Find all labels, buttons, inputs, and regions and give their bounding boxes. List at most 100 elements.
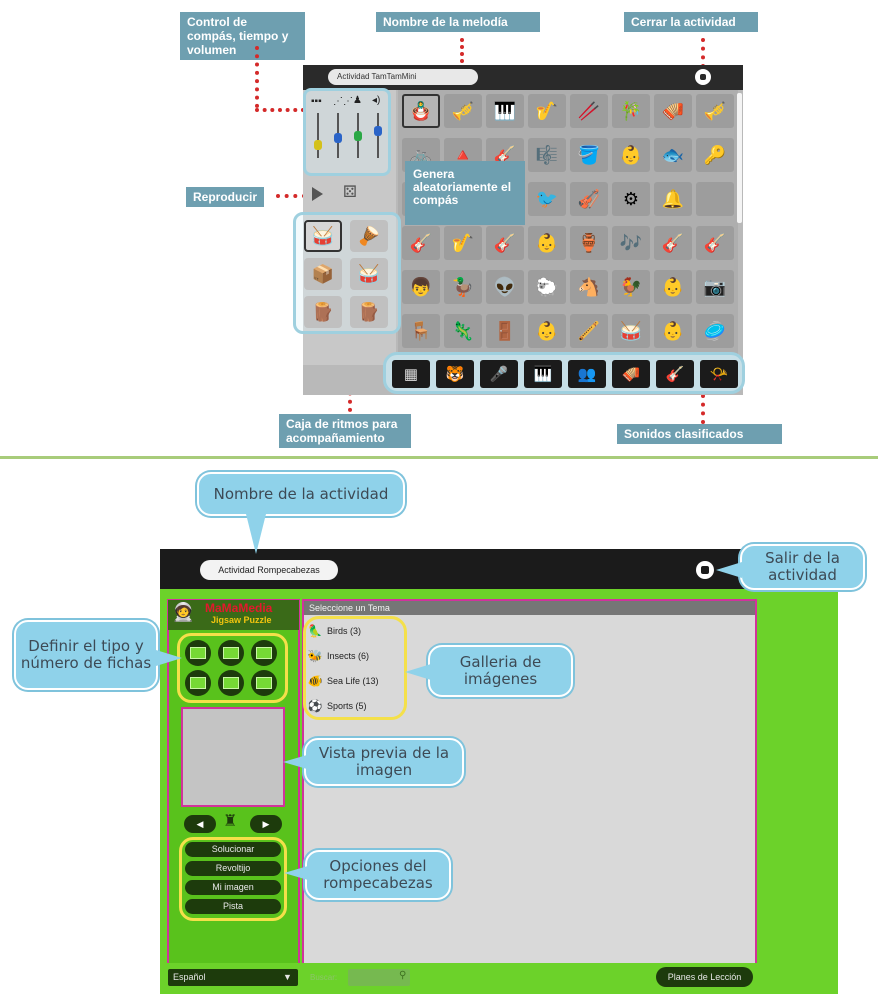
instrument-cell[interactable]: 🐑 xyxy=(528,270,566,304)
instrument-cell[interactable]: 🐦 xyxy=(528,182,566,216)
melody-name-field[interactable]: Actividad TamTamMini xyxy=(328,69,478,85)
exit-activity-button[interactable] xyxy=(696,561,714,579)
instrument-cell[interactable]: 🥢 xyxy=(570,94,608,128)
rhythm-pattern[interactable]: 🥁 xyxy=(304,220,342,252)
instrument-cell[interactable]: 🏺 xyxy=(570,226,608,260)
instrument-cell[interactable]: 🦎 xyxy=(444,314,482,348)
sound-category-button[interactable]: 🐯 xyxy=(436,360,474,388)
instrument-cell[interactable]: 🎼 xyxy=(528,138,566,172)
theme-thumbnail-icon: 🦜 xyxy=(307,624,323,638)
instrument-cell[interactable]: 🎺 xyxy=(444,94,482,128)
puzzle-piece-icon xyxy=(223,677,239,689)
instrument-cell[interactable]: 🐴 xyxy=(570,270,608,304)
callout-exit: Salir de la actividad xyxy=(740,544,865,590)
instrument-cell[interactable]: 🐟 xyxy=(654,138,692,172)
mamamedia-logo xyxy=(168,600,299,630)
rhythm-pattern[interactable]: 🪘 xyxy=(350,220,388,252)
rhythm-pattern[interactable]: 🪵 xyxy=(350,296,388,328)
instrument-cell[interactable] xyxy=(696,182,734,216)
instrument-cell[interactable]: 🥏 xyxy=(696,314,734,348)
instrument-cell[interactable]: 📷 xyxy=(696,270,734,304)
search-input[interactable] xyxy=(348,969,410,986)
instrument-cell[interactable]: 🥁 xyxy=(612,314,650,348)
instrument-cell[interactable]: 👶 xyxy=(612,138,650,172)
instrument-cell[interactable]: 🎸 xyxy=(654,226,692,260)
instrument-cell[interactable]: 🎷 xyxy=(528,94,566,128)
hint-button[interactable]: Pista xyxy=(185,899,281,914)
piece-type-button[interactable] xyxy=(218,640,244,666)
sound-category-button[interactable]: 🪗 xyxy=(612,360,650,388)
instrument-cell[interactable]: 🎹 xyxy=(486,94,524,128)
my-image-button[interactable]: Mi imagen xyxy=(185,880,281,895)
instrument-cell[interactable]: 🪆 xyxy=(402,94,440,128)
theme-item[interactable]: 🦜Birds (3) xyxy=(307,621,362,641)
rhythm-pattern[interactable]: 🥁 xyxy=(350,258,388,290)
instrument-scrollbar[interactable] xyxy=(737,93,742,223)
instrument-cell[interactable]: 👽 xyxy=(486,270,524,304)
language-select[interactable]: Español xyxy=(168,969,298,986)
theme-item[interactable]: 🐠Sea Life (13) xyxy=(307,671,379,691)
instrument-cell[interactable]: 🔔 xyxy=(654,182,692,216)
theme-item[interactable]: ⚽Sports (5) xyxy=(307,696,367,716)
piece-type-button[interactable] xyxy=(185,640,211,666)
slider-knob[interactable] xyxy=(334,132,342,143)
piece-type-button[interactable] xyxy=(218,670,244,696)
next-image-button[interactable]: ▶ xyxy=(250,815,282,833)
piece-type-button[interactable] xyxy=(251,670,277,696)
rhythm-pattern[interactable]: 📦 xyxy=(304,258,342,290)
instrument-cell[interactable]: 🪗 xyxy=(654,94,692,128)
instrument-cell[interactable]: 🚪 xyxy=(486,314,524,348)
instrument-cell[interactable]: 🪣 xyxy=(570,138,608,172)
instrument-cell[interactable]: 🎷 xyxy=(444,226,482,260)
instrument-cell[interactable]: 👶 xyxy=(654,270,692,304)
instrument-cell[interactable]: ⚙ xyxy=(612,182,650,216)
sound-category-button[interactable]: 👥 xyxy=(568,360,606,388)
chevron-down-icon: ▼ xyxy=(283,972,292,982)
instrument-cell[interactable]: 🪈 xyxy=(570,314,608,348)
instrument-cell[interactable]: 🎸 xyxy=(402,226,440,260)
lesson-plans-button[interactable]: Planes de Lección xyxy=(656,967,753,987)
puzzle-piece-icon xyxy=(190,677,206,689)
instrument-cell[interactable]: 👶 xyxy=(528,226,566,260)
instrument-cell[interactable]: 👶 xyxy=(654,314,692,348)
slider-knob[interactable] xyxy=(354,130,362,141)
search-icon[interactable]: ⚲ xyxy=(399,970,407,981)
connector-controls-v xyxy=(255,46,259,108)
slider-knob[interactable] xyxy=(314,139,322,150)
slider-knob[interactable] xyxy=(374,126,382,136)
theme-item[interactable]: 🐝Insects (6) xyxy=(307,646,370,666)
instrument-cell[interactable]: 🎸 xyxy=(696,226,734,260)
solve-button[interactable]: Solucionar xyxy=(185,842,281,857)
logo-title: MaMaMedia xyxy=(205,601,273,615)
sound-category-button[interactable]: 📯 xyxy=(700,360,738,388)
instrument-cell[interactable]: 🎋 xyxy=(612,94,650,128)
rhythm-pattern[interactable]: 🪵 xyxy=(304,296,342,328)
sound-category-button[interactable]: 🎸 xyxy=(656,360,694,388)
callout-preview-tail xyxy=(283,755,307,769)
sound-category-button[interactable]: ▦ xyxy=(392,360,430,388)
instrument-cell[interactable]: 🦆 xyxy=(444,270,482,304)
logo-character-icon: 🧑‍🚀 xyxy=(172,602,195,622)
instrument-cell[interactable]: 🎻 xyxy=(570,182,608,216)
instrument-cell[interactable]: 🎺 xyxy=(696,94,734,128)
previous-image-button[interactable]: ◀ xyxy=(184,815,216,833)
dice-icon[interactable]: ⚄ xyxy=(343,184,357,201)
piece-type-button[interactable] xyxy=(251,640,277,666)
instrument-cell[interactable]: 👶 xyxy=(528,314,566,348)
activity-name-field[interactable]: Actividad Rompecabezas xyxy=(200,560,338,580)
instrument-cell[interactable]: 🪑 xyxy=(402,314,440,348)
instrument-cell[interactable]: 👦 xyxy=(402,270,440,304)
play-icon[interactable] xyxy=(312,187,323,201)
theme-label: Insects (6) xyxy=(327,651,370,661)
connector-categories xyxy=(701,394,705,424)
instrument-cell[interactable]: 🐓 xyxy=(612,270,650,304)
instrument-cell[interactable]: 🎸 xyxy=(486,226,524,260)
label-controls: Control de compás, tiempo y volumen xyxy=(180,12,305,60)
instrument-cell[interactable]: 🔑 xyxy=(696,138,734,172)
shuffle-button[interactable]: Revoltijo xyxy=(185,861,281,876)
sound-category-button[interactable]: 🎹 xyxy=(524,360,562,388)
close-activity-button[interactable] xyxy=(695,69,711,85)
piece-type-button[interactable] xyxy=(185,670,211,696)
instrument-cell[interactable]: 🎶 xyxy=(612,226,650,260)
sound-category-button[interactable]: 🎤 xyxy=(480,360,518,388)
